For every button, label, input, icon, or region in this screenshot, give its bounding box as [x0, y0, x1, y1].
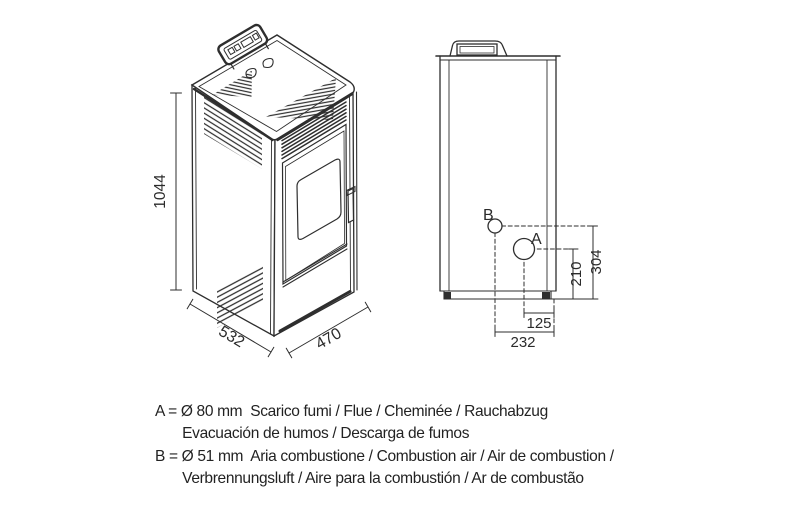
side-panel-display	[456, 43, 498, 56]
dim-label-b-rear: 232	[510, 334, 535, 351]
port-a-flue	[512, 237, 536, 261]
legend-line-a2: Evacuación de humos / Descarga de fumos	[182, 425, 470, 443]
panel-button	[227, 46, 236, 56]
side-panel-display-inner	[459, 46, 495, 54]
lid-teardrop	[262, 57, 274, 69]
dimension-depth	[186, 298, 275, 358]
legend-line-b2: Verbrennungsluft / Aire para la combusti…	[182, 470, 584, 488]
dim-label-height: 1044	[152, 174, 169, 209]
side-plinth	[443, 290, 552, 300]
dim-label-width: 470	[313, 325, 345, 353]
dimension-b-rear	[494, 327, 555, 337]
port-b-combustion-air	[487, 218, 503, 234]
legend: A = Ø 80 mm Scarico fumi / Flue / Chemin…	[155, 401, 614, 491]
iso-top-inner-border	[198, 39, 347, 133]
iso-edge-line	[355, 91, 358, 291]
side-control-panel	[449, 40, 508, 57]
iso-edge-line	[195, 87, 197, 290]
dimension-a-floor	[568, 248, 578, 300]
dim-label-a-rear: 125	[526, 315, 551, 332]
port-label-a: A	[531, 231, 542, 248]
dim-label-b-floor: 304	[588, 249, 605, 274]
door-window	[296, 158, 342, 240]
base-shadow-line	[278, 290, 352, 333]
isometric-view	[170, 23, 372, 359]
drawing-canvas: 1044 532 470	[152, 23, 605, 359]
left-face-top-vent	[204, 96, 262, 169]
top-vent-small	[212, 70, 252, 97]
top-fascia-left	[192, 87, 274, 142]
dimension-height	[170, 92, 182, 291]
port-label-b: B	[483, 207, 494, 224]
panel-display	[240, 35, 255, 49]
side-view	[435, 40, 599, 337]
stove-door	[281, 123, 348, 286]
left-face-bottom-vent	[217, 264, 263, 328]
stove-door-inner-line	[285, 130, 345, 282]
side-foot	[542, 292, 550, 299]
panel-button	[233, 43, 242, 52]
dimension-a-rear	[523, 308, 555, 318]
door-bottom-band	[282, 248, 348, 288]
iso-edge-line	[270, 138, 272, 335]
dim-label-depth: 532	[215, 323, 247, 351]
dimension-width	[285, 301, 372, 359]
dimension-b-floor	[588, 225, 598, 300]
side-foot	[444, 292, 451, 299]
dim-label-a-floor: 210	[568, 261, 585, 286]
legend-line-a: A = Ø 80 mm Scarico fumi / Flue / Chemin…	[155, 403, 548, 420]
panel-button	[251, 32, 260, 41]
top-vent-large	[266, 78, 336, 120]
door-handle-cap	[345, 185, 356, 197]
lid-teardrop	[245, 67, 257, 79]
legend-line-b: B = Ø 51 mm Aria combustione / Combustio…	[155, 447, 614, 465]
door-handle	[347, 187, 355, 224]
control-panel	[217, 23, 269, 70]
door-bottom-band	[282, 243, 348, 283]
